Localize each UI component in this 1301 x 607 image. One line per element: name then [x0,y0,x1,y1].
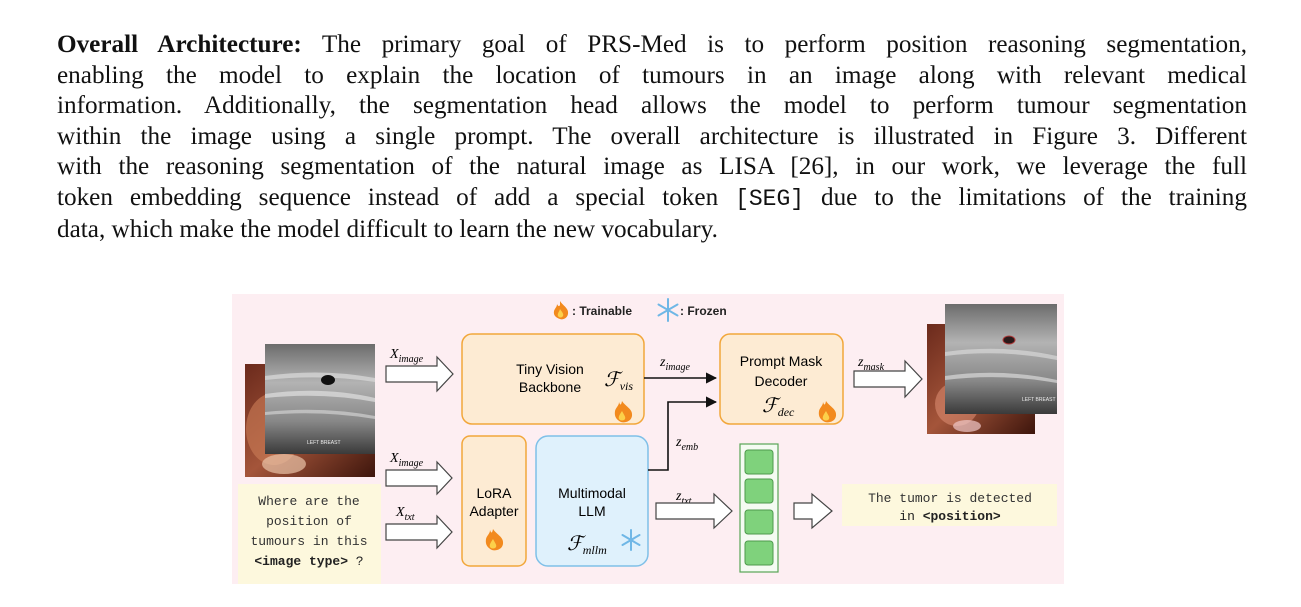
svg-text:Ximage: Ximage [389,347,424,365]
svg-text:ℱmllm: ℱmllm [567,533,607,557]
svg-text:Multimodal: Multimodal [558,485,626,501]
svg-text:The tumor is detected: The tumor is detected [868,491,1032,506]
fire-icon [614,401,633,423]
paragraph-line-5: with the reasoning segmentation of the n… [57,153,1247,181]
multimodal-llm-block: Multimodal LLM ℱmllm [535,435,649,567]
architecture-figure: : Trainable : Frozen LEFT BREAST [232,294,1064,584]
svg-text:in <position>: in <position> [899,509,1001,524]
svg-text:zemb: zemb [675,435,698,453]
paragraph-line-2: enabling the model to explain the locati… [57,61,1247,89]
fire-icon [818,401,837,423]
legend-trainable-label: : Trainable [572,304,632,318]
x-image-top-arrow: Ximage [385,347,454,393]
seg-token: [SEG] [735,185,805,212]
architecture-diagram: : Trainable : Frozen LEFT BREAST [238,298,1057,584]
input-ultrasound-image: LEFT BREAST [265,344,375,454]
svg-text:Prompt Mask: Prompt Mask [740,353,823,369]
lora-adapter-block: LoRA Adapter [461,435,527,567]
svg-text:tumours in this: tumours in this [250,534,367,549]
svg-text:Adapter: Adapter [469,503,518,519]
svg-text:Tiny Vision: Tiny Vision [516,361,584,377]
svg-text:Ximage: Ximage [389,451,424,469]
token-cell [744,478,774,504]
output-ultrasound-image: LEFT BREAST [945,304,1057,414]
svg-text:Where are the: Where are the [258,494,359,509]
svg-text:zmask: zmask [857,355,885,373]
prompt-mask-decoder-block: Prompt Mask Decoder ℱdec [719,333,844,425]
output-text-box: The tumor is detected in <position> [842,484,1057,526]
prompt-text-box: Where are the position of tumours in thi… [238,484,381,584]
svg-text:ℱvis: ℱvis [604,369,633,393]
paragraph-line-3: information. Additionally, the segmentat… [57,92,1247,120]
legend: : Trainable : Frozen [553,298,727,322]
x-image-mid-arrow: Ximage [385,451,453,496]
paragraph-line-6: token embedding sequence instead of add … [57,183,1247,212]
paragraph-line-4: within the image using a single prompt. … [57,122,1247,150]
z-emb-connector: zemb [648,396,718,471]
svg-text:LLM: LLM [578,503,605,519]
snowflake-icon [621,529,641,551]
svg-text:position of: position of [266,514,352,529]
architecture-paragraph: Overall Architecture: The primary goal o… [57,30,1247,245]
snowflake-icon [657,298,679,322]
svg-text:ℱdec: ℱdec [762,395,795,419]
z-mask-arrow: zmask [853,355,923,399]
svg-text:Decoder: Decoder [755,373,808,389]
svg-text:<image type> ?: <image type> ? [254,554,363,569]
output-arrow [793,492,833,530]
paragraph-line-7: data, which make the model difficult to … [57,215,718,243]
x-txt-arrow: Xtxt [385,505,453,550]
output-scan-label: LEFT BREAST [1022,397,1056,403]
z-txt-arrow: ztxt [655,489,733,530]
svg-text:ztxt: ztxt [675,489,692,507]
z-image-arrow: zimage [644,355,718,384]
legend-frozen-label: : Frozen [680,304,727,318]
svg-text:LoRA: LoRA [476,485,512,501]
paragraph-heading: Overall Architecture: [57,31,302,58]
paragraph-line-1: Overall Architecture: The primary goal o… [57,31,1248,58]
token-cell [744,540,774,566]
input-scan-label: LEFT BREAST [307,440,341,446]
fire-icon [553,301,569,320]
svg-text:Backbone: Backbone [519,379,581,395]
token-cell [744,509,774,535]
token-embedding-stack [739,443,779,573]
svg-text:Xtxt: Xtxt [395,505,415,523]
token-cell [744,449,774,475]
tiny-vision-backbone-block: Tiny Vision Backbone ℱvis [461,333,645,425]
fire-icon [485,529,504,551]
svg-text:zimage: zimage [659,355,690,373]
